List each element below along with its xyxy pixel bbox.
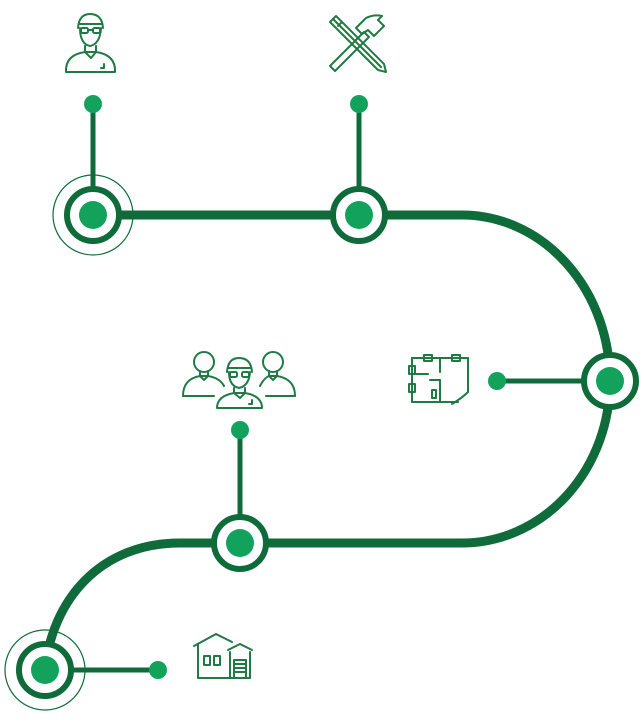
stem-dot-m2 — [350, 95, 368, 113]
node-m2[interactable] — [330, 186, 388, 244]
node-m3[interactable] — [581, 352, 639, 410]
stem-dot-m4 — [231, 421, 249, 439]
node-m5[interactable] — [4, 629, 86, 711]
team-icon — [182, 351, 296, 409]
roadmap-path — [40, 210, 615, 675]
stem-dot-m3 — [488, 372, 506, 390]
floor-plan-icon — [408, 354, 469, 405]
house-icon — [193, 633, 253, 679]
tools-icon — [329, 14, 387, 73]
stem-dot-m5 — [149, 661, 167, 679]
stem-dot-m1 — [84, 95, 102, 113]
engineer-icon — [64, 13, 117, 73]
node-m1[interactable] — [52, 174, 134, 256]
node-m4[interactable] — [211, 514, 269, 572]
